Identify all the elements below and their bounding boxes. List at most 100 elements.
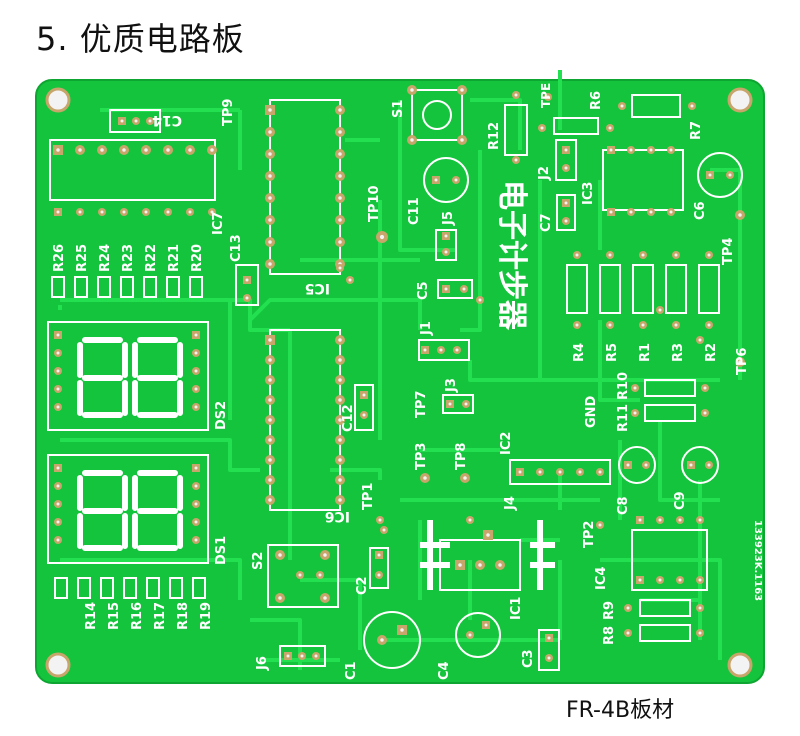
drill-hole bbox=[56, 333, 60, 337]
silk-label: TP7 bbox=[414, 391, 429, 418]
drill-hole bbox=[268, 240, 272, 244]
s1-outline bbox=[411, 89, 463, 141]
heatsink-fins bbox=[420, 520, 555, 590]
drill-hole bbox=[564, 219, 568, 223]
c1-outline bbox=[363, 611, 421, 669]
silk-label: IC5 bbox=[305, 280, 330, 296]
drill-hole bbox=[629, 148, 633, 152]
solder-pads bbox=[45, 85, 753, 678]
drill-hole bbox=[434, 178, 438, 182]
silk-label: IC1 bbox=[509, 597, 524, 620]
drill-hole bbox=[338, 418, 342, 422]
ic3-outline bbox=[602, 149, 684, 211]
board-title: 电子计步器 bbox=[494, 180, 529, 331]
s2-outline bbox=[267, 544, 339, 608]
trace-2 bbox=[60, 438, 260, 472]
drill-hole bbox=[564, 166, 568, 170]
drill-hole bbox=[268, 398, 272, 402]
board-part-code: 133923K.1163 bbox=[752, 520, 763, 601]
drill-hole bbox=[122, 148, 126, 152]
drill-hole bbox=[468, 633, 472, 637]
drill-hole bbox=[78, 210, 82, 214]
drill-hole bbox=[538, 470, 542, 474]
drill-hole bbox=[400, 628, 404, 632]
silk-label: IC7 bbox=[211, 212, 226, 235]
drill-hole bbox=[423, 348, 427, 352]
drill-hole bbox=[448, 402, 452, 406]
drill-hole bbox=[738, 213, 742, 217]
drill-hole bbox=[194, 369, 198, 373]
drill-hole bbox=[460, 138, 464, 142]
silk-label: C5 bbox=[416, 281, 431, 300]
r8-outline bbox=[639, 624, 691, 642]
drill-hole bbox=[166, 210, 170, 214]
seven-segment-ds2 bbox=[77, 337, 183, 418]
drill-hole bbox=[738, 360, 742, 364]
ds2-outline bbox=[47, 321, 209, 431]
silk-label: TP10 bbox=[367, 186, 382, 223]
drill-hole bbox=[547, 656, 551, 660]
drill-hole bbox=[210, 210, 214, 214]
drill-hole bbox=[194, 333, 198, 337]
resistor-smd bbox=[100, 577, 114, 599]
silk-label: C8 bbox=[616, 496, 631, 515]
drill-hole bbox=[245, 296, 249, 300]
silk-label: J2 bbox=[537, 166, 552, 181]
drill-hole bbox=[609, 148, 613, 152]
drill-hole bbox=[377, 553, 381, 557]
silk-label: R22 bbox=[144, 244, 159, 272]
drill-hole bbox=[608, 253, 612, 257]
c3-outline bbox=[538, 629, 560, 671]
resistor-vertical bbox=[665, 264, 687, 314]
silk-label: C4 bbox=[437, 661, 452, 680]
drill-hole bbox=[728, 173, 732, 177]
drill-hole bbox=[690, 104, 694, 108]
drill-hole bbox=[423, 476, 427, 480]
drill-hole bbox=[268, 378, 272, 382]
drill-hole bbox=[707, 323, 711, 327]
drill-hole bbox=[318, 573, 322, 577]
resistor-smd bbox=[120, 276, 134, 298]
drill-hole bbox=[644, 463, 648, 467]
drill-hole bbox=[268, 338, 272, 342]
drill-hole bbox=[56, 387, 60, 391]
silk-label: R9 bbox=[602, 601, 617, 620]
drill-hole bbox=[674, 253, 678, 257]
silk-label: C14 bbox=[152, 112, 182, 128]
silk-label: TP6 bbox=[735, 348, 750, 375]
resistor-smd bbox=[54, 577, 68, 599]
drill-hole bbox=[478, 563, 482, 567]
drill-hole bbox=[608, 323, 612, 327]
resistor-vertical bbox=[698, 264, 720, 314]
drill-hole bbox=[268, 498, 272, 502]
silk-label: R26 bbox=[52, 244, 67, 272]
drill-hole bbox=[380, 638, 384, 642]
drill-hole bbox=[620, 104, 624, 108]
drill-hole bbox=[377, 573, 381, 577]
silk-label: C6 bbox=[693, 201, 708, 220]
silk-label: TP9 bbox=[221, 99, 236, 126]
drill-hole bbox=[338, 130, 342, 134]
drill-hole bbox=[338, 152, 342, 156]
silk-label: C9 bbox=[673, 491, 688, 510]
silk-label: R6 bbox=[589, 91, 604, 110]
silk-label: GND bbox=[584, 395, 599, 428]
drill-hole bbox=[564, 148, 568, 152]
drill-hole bbox=[56, 369, 60, 373]
silk-label: DS2 bbox=[214, 401, 229, 430]
drill-hole bbox=[518, 470, 522, 474]
c13-outline bbox=[235, 264, 259, 306]
resistor-smd bbox=[192, 577, 206, 599]
r10-outline bbox=[644, 379, 696, 397]
silk-label: C7 bbox=[539, 213, 554, 232]
silk-label: R10 bbox=[616, 372, 631, 400]
drill-hole bbox=[703, 386, 707, 390]
drill-hole bbox=[669, 210, 673, 214]
drill-hole bbox=[462, 287, 466, 291]
seven-segment-ds1 bbox=[77, 470, 183, 551]
c5-outline bbox=[437, 279, 473, 299]
switch-button bbox=[422, 100, 452, 130]
silk-label: C13 bbox=[229, 234, 244, 262]
drill-hole bbox=[609, 210, 613, 214]
